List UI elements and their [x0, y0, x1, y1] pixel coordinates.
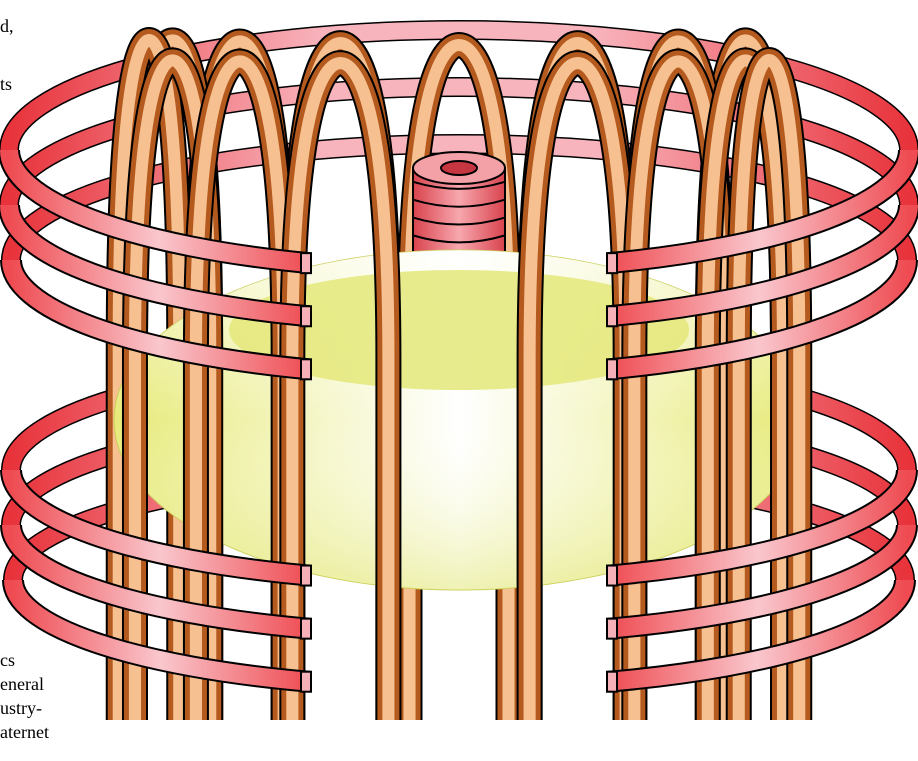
- cropped-text-bottom-3: ustry-: [0, 696, 42, 720]
- pf-coil-end-right: [607, 619, 617, 639]
- cropped-text-top-1: d,: [0, 14, 14, 38]
- solenoid-bore: [441, 161, 477, 175]
- pf-coil-end-right: [607, 253, 617, 273]
- pf-coil-end-left: [301, 672, 311, 692]
- pf-coil-end-left: [301, 253, 311, 273]
- cropped-text-bottom-1: cs: [0, 648, 15, 672]
- pf-coil-end-right: [607, 306, 617, 326]
- pf-coil-end-right: [607, 672, 617, 692]
- cropped-text-bottom-2: eneral: [0, 672, 44, 696]
- pf-coil-end-right: [607, 566, 617, 586]
- cropped-text-bottom-4: aternet: [0, 720, 49, 744]
- pf-coil-end-right: [607, 359, 617, 379]
- pf-coil-end-left: [301, 359, 311, 379]
- pf-coil-end-left: [301, 306, 311, 326]
- pf-coil-end-left: [301, 619, 311, 639]
- cropped-text-top-2: ts: [0, 72, 12, 96]
- pf-coil-end-left: [301, 566, 311, 586]
